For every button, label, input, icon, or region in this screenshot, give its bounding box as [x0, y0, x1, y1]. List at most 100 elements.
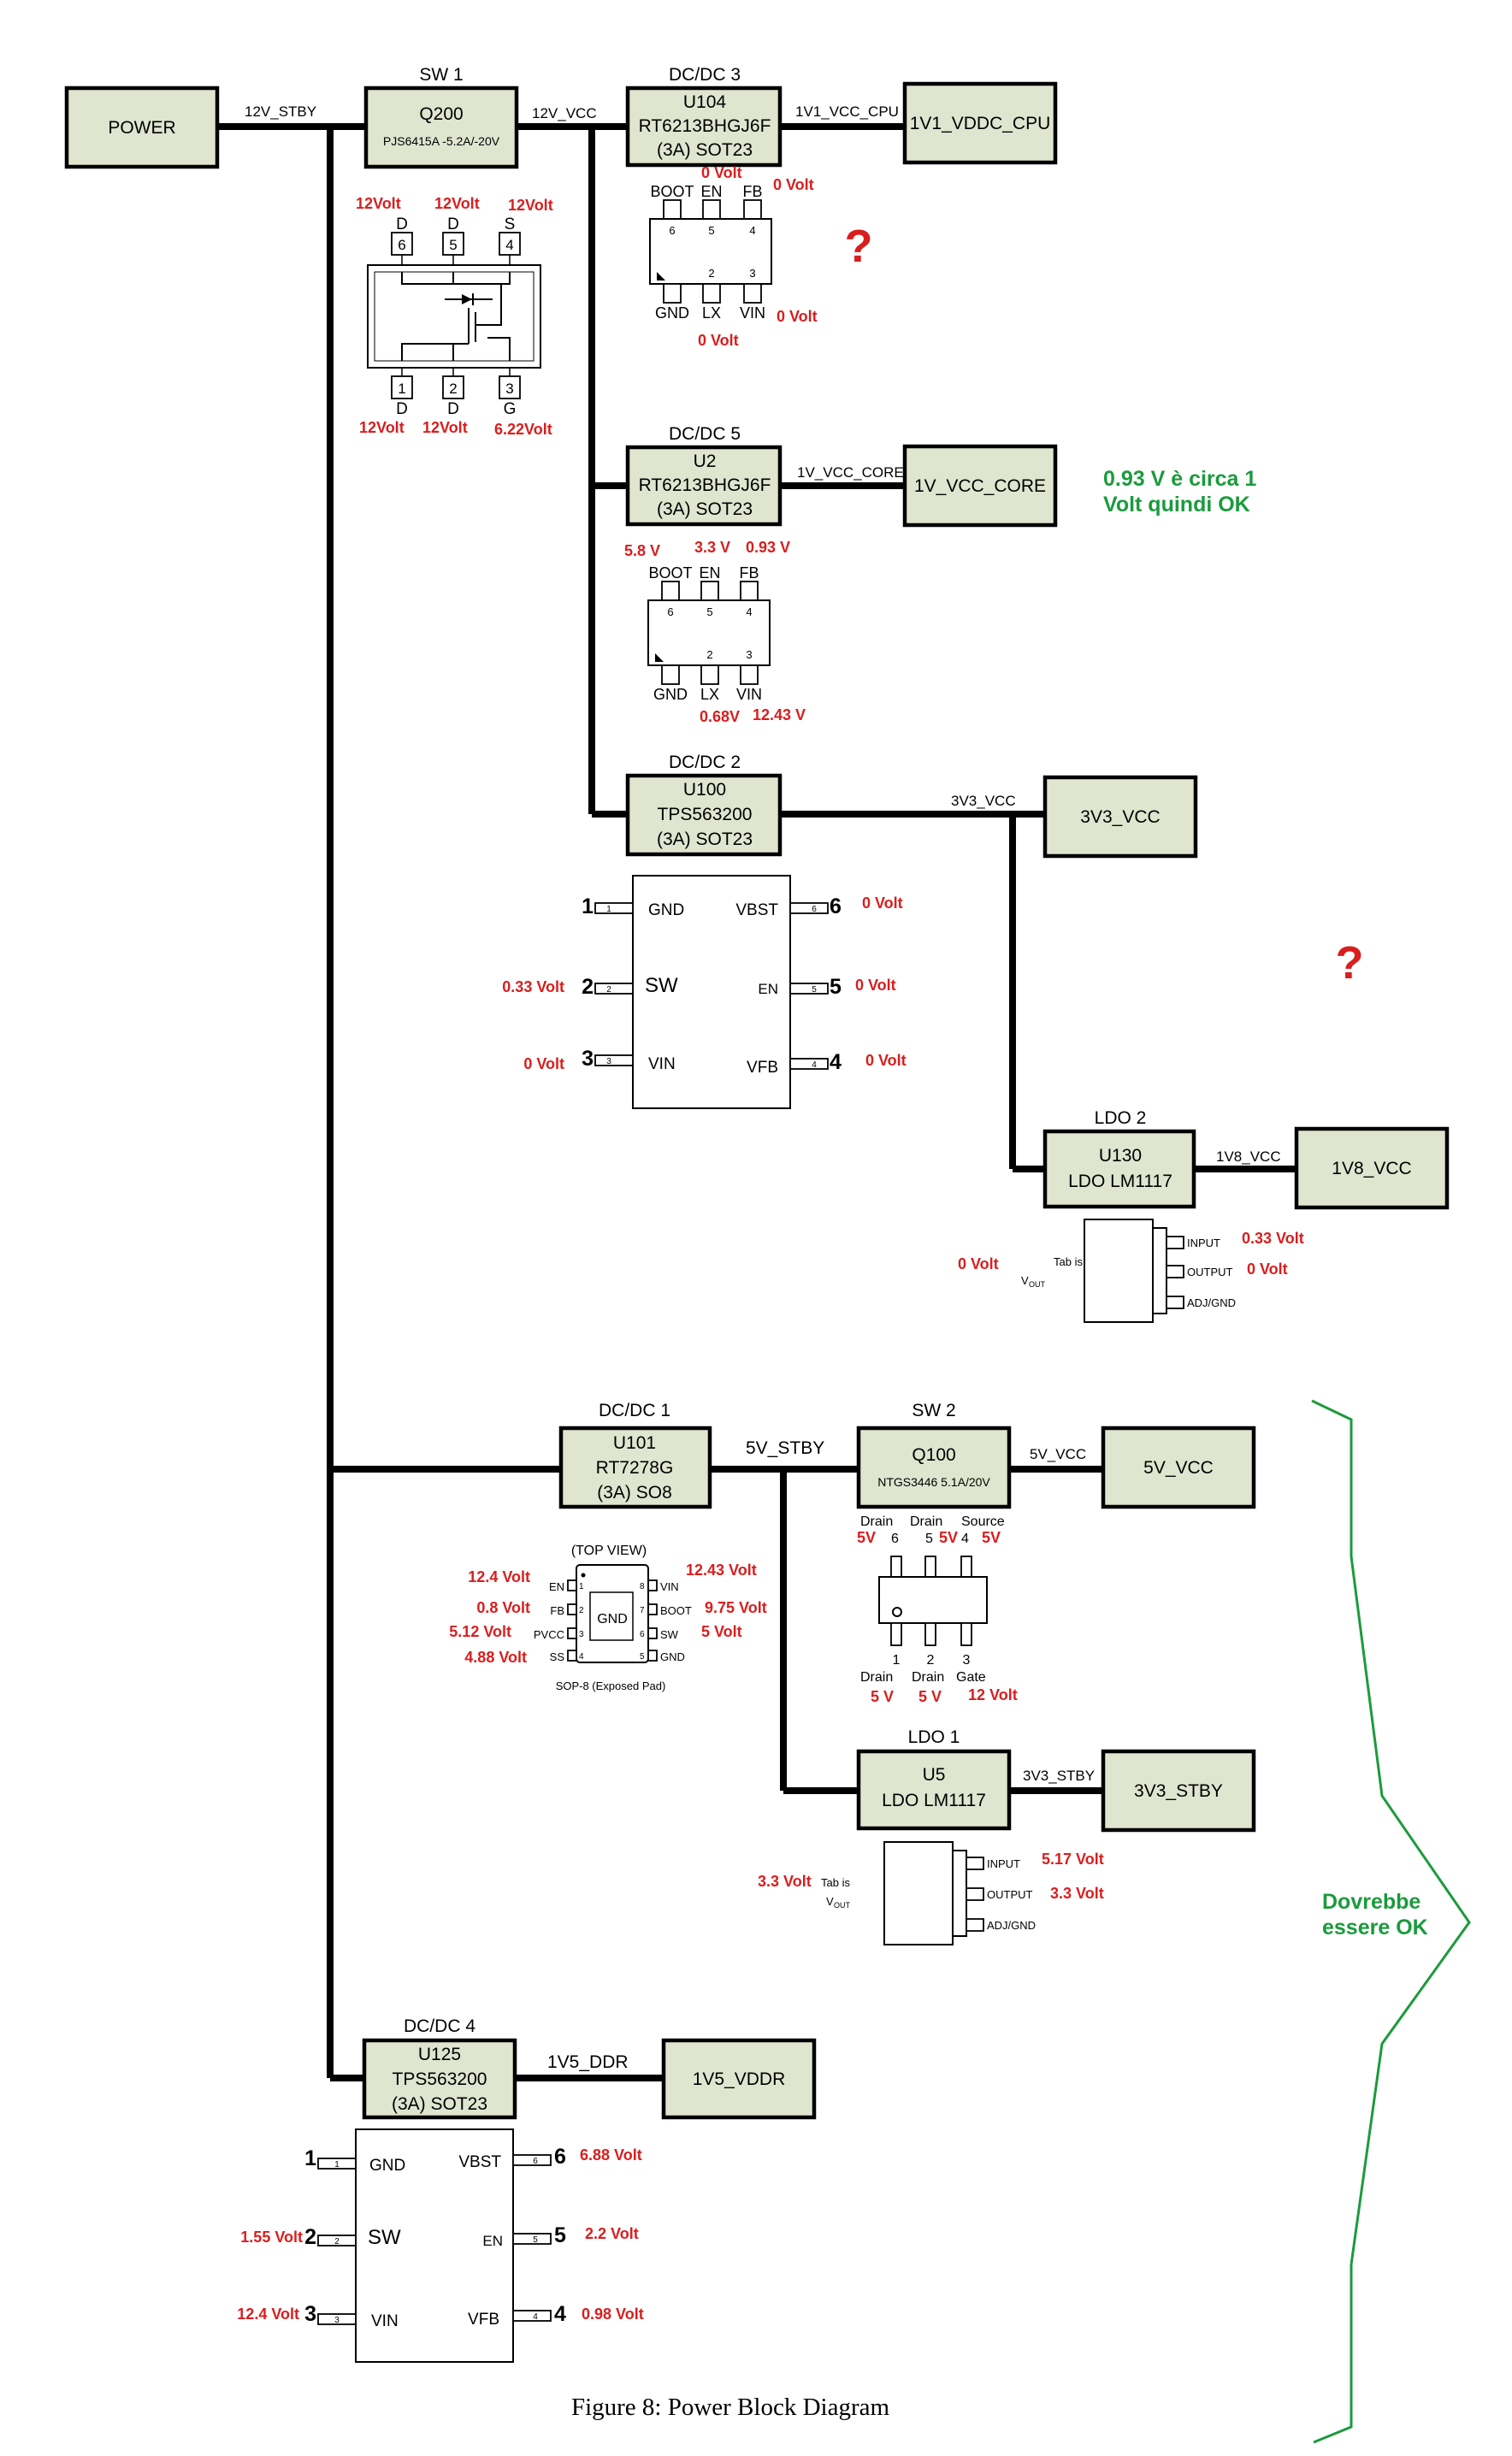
u101-volt-boot: 9.75 Volt — [705, 1599, 767, 1616]
svg-text:VIN: VIN — [648, 1055, 676, 1073]
dcdc2-line2: TPS563200 — [658, 805, 753, 824]
dcdc1-title: DC/DC 1 — [599, 1401, 670, 1420]
net-1v1-vcc-cpu: 1V1_VCC_CPU — [795, 103, 899, 120]
svg-text:2: 2 — [706, 648, 712, 661]
svg-text:5: 5 — [449, 237, 457, 253]
u100-volt-vin: 0 Volt — [523, 1055, 564, 1072]
svg-text:EN: EN — [758, 981, 778, 997]
svg-text:2: 2 — [582, 975, 594, 999]
svg-text:1: 1 — [579, 1582, 584, 1591]
svg-text:4: 4 — [830, 1050, 842, 1074]
svg-text:5: 5 — [554, 2223, 566, 2247]
svg-text:3: 3 — [505, 381, 513, 397]
q200-volt-3: 6.22Volt — [494, 421, 552, 438]
svg-text:Drain: Drain — [860, 1670, 893, 1685]
svg-text:1: 1 — [398, 381, 405, 397]
net-3v3-vcc: 3V3_VCC — [951, 793, 1016, 809]
dcdc1-block: DC/DC 1 U101 RT7278G (3A) SO8 — [558, 1401, 712, 1509]
q200-pinout: 12Volt 12Volt 12Volt D D S 6 5 4 — [356, 195, 553, 438]
svg-text:6: 6 — [830, 894, 842, 918]
out-1v-core-block: 1V_VCC_CORE — [902, 444, 1058, 528]
u5-volt-input: 5.17 Volt — [1042, 1851, 1104, 1868]
svg-text:2: 2 — [927, 1653, 935, 1668]
out-1v5-block: 1V5_VDDR — [661, 2038, 817, 2120]
out-3v3-stby-label: 3V3_STBY — [1134, 1781, 1223, 1801]
q100-volt-6: 5V — [857, 1529, 876, 1546]
svg-text:3: 3 — [304, 2302, 316, 2326]
svg-text:3: 3 — [749, 267, 755, 280]
dcdc1-line2: RT7278G — [596, 1458, 674, 1478]
svg-text:2: 2 — [579, 1606, 584, 1615]
out-3v3-label: 3V3_VCC — [1080, 807, 1160, 827]
u101-pinout: (TOP VIEW) GND 1 2 3 4 EN FB PVCC SS 8 7… — [449, 1544, 766, 1692]
net-1v5-ddr: 1V5_DDR — [547, 2052, 629, 2072]
svg-text:VIN: VIN — [740, 304, 765, 322]
u101-volt-en: 12.4 Volt — [468, 1568, 530, 1585]
svg-text:SS: SS — [550, 1650, 565, 1663]
svg-text:5: 5 — [706, 605, 712, 618]
net-12v-stby: 12V_STBY — [245, 103, 316, 120]
svg-text:Drain: Drain — [912, 1670, 944, 1685]
ldo1-block: LDO 1 U5 LDO LM1117 — [856, 1727, 1012, 1831]
dcdc2-title: DC/DC 2 — [669, 753, 741, 772]
u5-volt-tab: 3.3 Volt — [758, 1873, 812, 1890]
u100-volt-sw: 0.33 Volt — [502, 978, 564, 995]
q100-volt-1: 5 V — [871, 1688, 894, 1705]
svg-text:V: V — [826, 1895, 834, 1908]
svg-text:Drain: Drain — [910, 1514, 942, 1529]
svg-text:7: 7 — [640, 1606, 645, 1615]
svg-text:6: 6 — [891, 1532, 899, 1546]
svg-text:2: 2 — [449, 381, 457, 397]
svg-text:INPUT: INPUT — [987, 1857, 1020, 1870]
svg-text:SW: SW — [368, 2226, 401, 2249]
net-5v-vcc: 5V_VCC — [1030, 1446, 1086, 1462]
dcdc5-line1: U2 — [694, 452, 717, 471]
dcdc4-line3: (3A) SOT23 — [392, 2094, 487, 2114]
u5-note-line2: essere OK — [1322, 1916, 1428, 1939]
u104-volt-vin: 0 Volt — [777, 308, 818, 325]
dcdc3-block: DC/DC 3 U104 RT6213BHGJ6F (3A) SOT23 — [625, 65, 783, 168]
u125-volt-vfb: 0.98 Volt — [582, 2305, 644, 2323]
u104-question-mark: ? — [845, 221, 873, 272]
q100-pinout: Drain Drain Source 5V 6 5 5V 4 5V 1 2 3 … — [857, 1514, 1018, 1705]
svg-text:OUT: OUT — [1029, 1280, 1046, 1289]
u5-note-line1: Dovrebbe — [1322, 1890, 1420, 1914]
q200-volt-4: 12Volt — [508, 197, 553, 214]
dcdc4-block: DC/DC 4 U125 TPS563200 (3A) SOT23 — [362, 2016, 517, 2120]
green-brace — [1311, 1399, 1471, 2444]
svg-text:5: 5 — [708, 224, 714, 237]
svg-text:6: 6 — [669, 224, 675, 237]
power-label: POWER — [108, 118, 175, 138]
out-5v-label: 5V_VCC — [1143, 1458, 1214, 1478]
sw1-block: SW 1 Q200 PJS6415A -5.2A/-20V — [363, 65, 519, 169]
dcdc1-line1: U101 — [613, 1433, 656, 1453]
svg-text:5: 5 — [533, 2235, 538, 2245]
net-1v-vcc-core: 1V_VCC_CORE — [797, 464, 904, 481]
dcdc5-line2: RT6213BHGJ6F — [639, 475, 771, 495]
u5-volt-output: 3.3 Volt — [1050, 1885, 1104, 1902]
ldo2-line1: U130 — [1099, 1146, 1142, 1166]
u130-volt-input: 0.33 Volt — [1242, 1230, 1304, 1247]
u100-volt-vbst: 0 Volt — [862, 894, 903, 912]
svg-text:VFB: VFB — [747, 1059, 778, 1077]
svg-text:OUT: OUT — [834, 1901, 851, 1910]
svg-text:VBST: VBST — [458, 2153, 501, 2171]
dcdc2-line3: (3A) SOT23 — [657, 829, 753, 849]
u101-volt-fb: 0.8 Volt — [476, 1599, 530, 1616]
svg-text:4: 4 — [961, 1532, 969, 1546]
sw2-title: SW 2 — [912, 1401, 955, 1420]
svg-text:OUTPUT: OUTPUT — [987, 1888, 1033, 1901]
u101-volt-sw: 5 Volt — [701, 1623, 742, 1640]
svg-text:1: 1 — [582, 894, 594, 918]
svg-text:Drain: Drain — [860, 1514, 893, 1529]
svg-text:ADJ/GND: ADJ/GND — [987, 1919, 1036, 1932]
dcdc5-title: DC/DC 5 — [669, 424, 741, 444]
svg-text:Tab is: Tab is — [821, 1876, 850, 1889]
svg-text:2: 2 — [304, 2225, 316, 2249]
out-1v1-label: 1V1_VDDC_CPU — [910, 114, 1051, 133]
out-5v-block: 5V_VCC — [1101, 1426, 1256, 1509]
out-3v3-block: 3V3_VCC — [1042, 775, 1198, 859]
u125-pinout: 1 2 3 1 2 3 GND SW VIN 6 5 4 6 5 4 VBST … — [237, 2128, 644, 2363]
svg-text:4: 4 — [746, 605, 752, 618]
